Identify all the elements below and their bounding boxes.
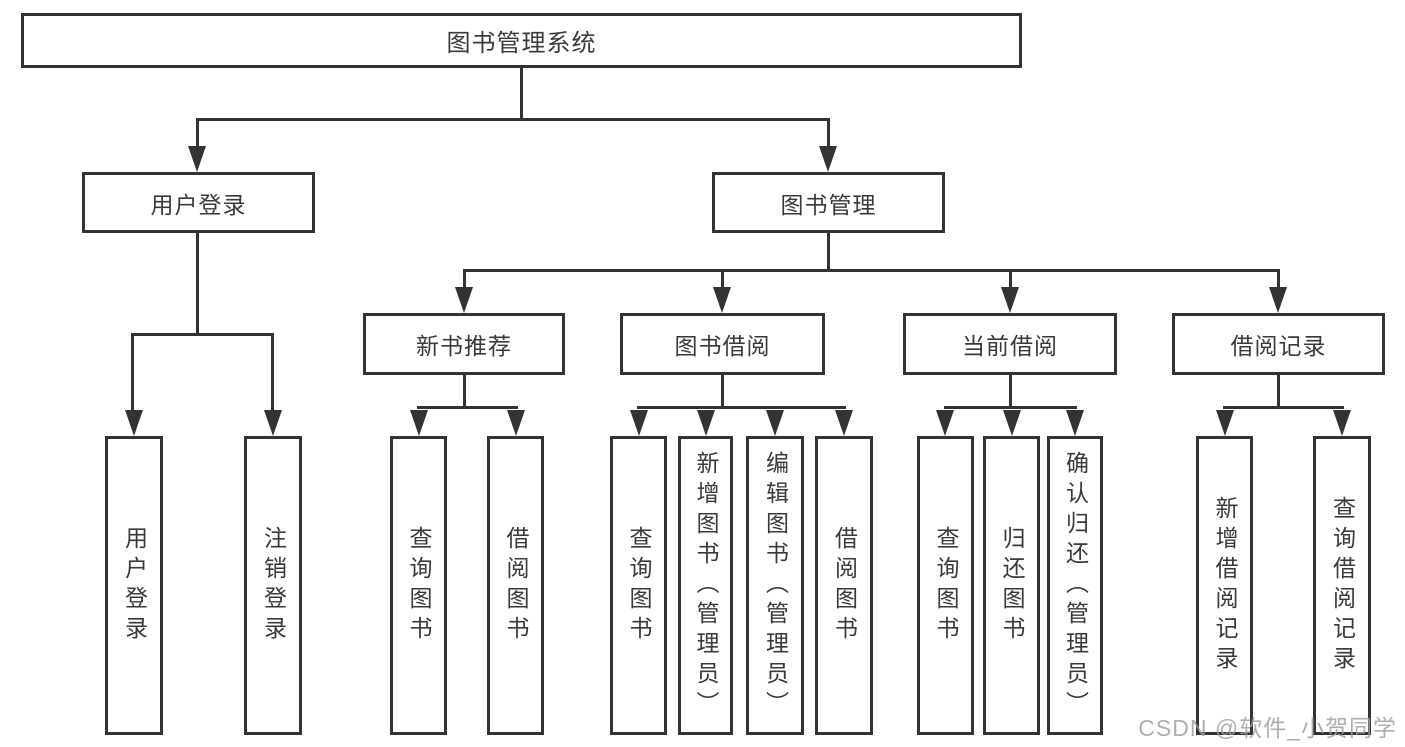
connector-line xyxy=(520,68,523,121)
node-query-books-recommend: 查询图书 xyxy=(390,436,447,735)
connector-line xyxy=(1009,375,1012,409)
node-book-management: 图书管理 xyxy=(712,172,945,233)
connector-line xyxy=(1223,406,1344,409)
arrowhead-down-icon xyxy=(713,287,731,313)
connector-line xyxy=(944,406,1077,409)
arrowhead-down-icon xyxy=(1001,287,1019,313)
node-edit-books-admin-label: 编辑图书（管理员） xyxy=(762,450,789,721)
node-query-books-recommend-label: 查询图书 xyxy=(406,525,432,646)
node-borrowing-records-label: 借阅记录 xyxy=(1230,333,1327,359)
node-borrow-books-leaf-label: 借阅图书 xyxy=(831,525,858,646)
node-library-system-label: 图书管理系统 xyxy=(446,30,597,57)
connector-line xyxy=(463,269,1280,272)
node-library-system: 图书管理系统 xyxy=(21,13,1022,68)
node-new-book-recommend: 新书推荐 xyxy=(363,313,565,375)
node-user-login-leaf: 用户登录 xyxy=(105,436,163,735)
connector-line xyxy=(196,118,199,150)
node-add-borrow-record: 新增借阅记录 xyxy=(1196,436,1253,735)
connector-line xyxy=(417,406,518,409)
arrowhead-down-icon xyxy=(630,410,648,436)
connector-line xyxy=(271,333,274,413)
node-add-books-admin-label: 新增图书（管理员） xyxy=(693,450,719,721)
node-current-borrowing-label: 当前借阅 xyxy=(962,333,1058,359)
node-query-books-borrowing: 查询图书 xyxy=(610,436,667,735)
node-confirm-return-admin-label: 确认归还（管理员） xyxy=(1062,450,1089,721)
node-logout: 注销登录 xyxy=(244,436,302,735)
node-query-borrow-record-label: 查询借阅记录 xyxy=(1329,495,1356,676)
node-confirm-return-admin: 确认归还（管理员） xyxy=(1047,436,1103,735)
node-borrow-books-recommend: 借阅图书 xyxy=(487,436,544,735)
node-book-borrowing: 图书借阅 xyxy=(620,313,825,375)
node-borrowing-records: 借阅记录 xyxy=(1172,313,1385,375)
connector-line xyxy=(463,269,466,289)
connector-line xyxy=(1009,269,1012,289)
arrowhead-down-icon xyxy=(1066,410,1084,436)
arrowhead-down-icon xyxy=(835,410,853,436)
connector-line xyxy=(827,233,830,272)
connector-line xyxy=(721,375,724,409)
arrowhead-down-icon xyxy=(1333,410,1351,436)
node-add-borrow-record-label: 新增借阅记录 xyxy=(1212,495,1238,676)
node-current-borrowing: 当前借阅 xyxy=(903,313,1117,375)
node-edit-books-admin: 编辑图书（管理员） xyxy=(746,436,804,735)
arrowhead-down-icon xyxy=(1003,410,1021,436)
node-return-books-label: 归还图书 xyxy=(999,525,1025,646)
node-query-books-current-label: 查询图书 xyxy=(933,525,959,646)
arrowhead-down-icon xyxy=(188,146,206,172)
arrowhead-down-icon xyxy=(410,410,428,436)
connector-line xyxy=(637,406,846,409)
node-user-login-label: 用户登录 xyxy=(150,191,247,218)
arrowhead-down-icon xyxy=(766,410,784,436)
arrowhead-down-icon xyxy=(455,287,473,313)
arrowhead-down-icon xyxy=(264,410,282,436)
arrowhead-down-icon xyxy=(507,410,525,436)
arrowhead-down-icon xyxy=(697,410,715,436)
node-add-books-admin: 新增图书（管理员） xyxy=(678,436,733,735)
connector-line xyxy=(131,333,274,336)
node-user-login-leaf-label: 用户登录 xyxy=(121,525,148,646)
arrowhead-down-icon xyxy=(125,410,143,436)
node-borrow-books-recommend-label: 借阅图书 xyxy=(503,525,529,646)
node-borrow-books-leaf: 借阅图书 xyxy=(815,436,873,735)
connector-line xyxy=(1277,375,1280,409)
csdn-watermark: CSDN @软件_小贺同学 xyxy=(1138,715,1397,741)
arrowhead-down-icon xyxy=(1269,287,1287,313)
connector-line xyxy=(1277,269,1280,289)
node-query-borrow-record: 查询借阅记录 xyxy=(1313,436,1371,735)
connector-line xyxy=(827,118,830,150)
arrowhead-down-icon xyxy=(936,410,954,436)
node-query-books-borrowing-label: 查询图书 xyxy=(626,525,652,646)
node-new-book-recommend-label: 新书推荐 xyxy=(416,333,512,359)
connector-line xyxy=(721,269,724,289)
node-book-management-label: 图书管理 xyxy=(780,191,877,218)
arrowhead-down-icon xyxy=(819,146,837,172)
node-book-borrowing-label: 图书借阅 xyxy=(674,333,771,359)
arrowhead-down-icon xyxy=(1216,410,1234,436)
node-logout-label: 注销登录 xyxy=(260,525,287,646)
connector-line xyxy=(196,118,830,121)
connector-line xyxy=(463,375,466,409)
node-user-login: 用户登录 xyxy=(82,172,315,233)
connector-line xyxy=(196,233,199,336)
connector-line xyxy=(131,333,134,413)
node-return-books: 归还图书 xyxy=(983,436,1040,735)
node-query-books-current: 查询图书 xyxy=(917,436,974,735)
